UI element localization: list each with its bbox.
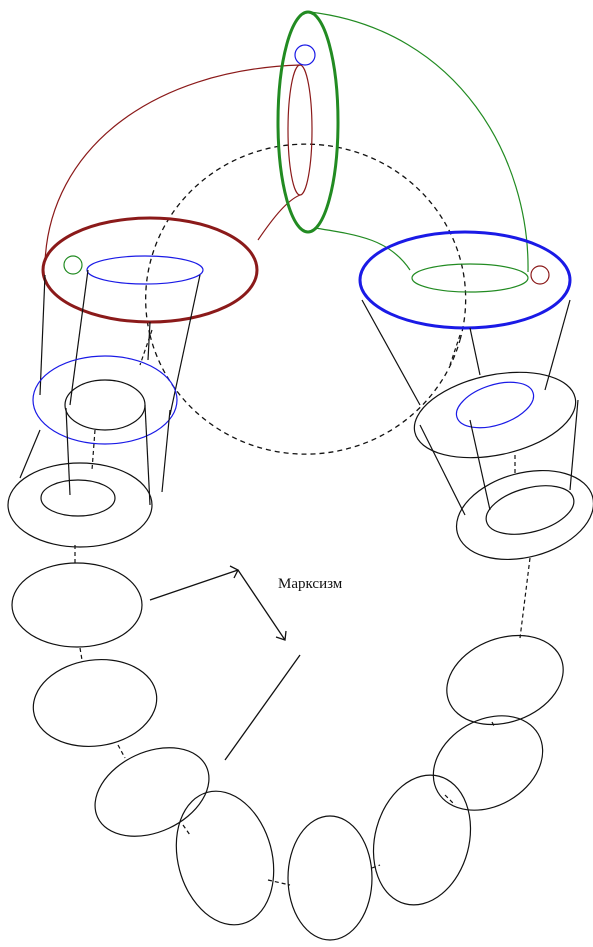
left-cylinder <box>19 379 171 506</box>
red-torus <box>41 216 259 324</box>
chain-ellipse-5 <box>287 815 373 941</box>
ellipse-chain <box>11 562 564 941</box>
chain-ellipse-1 <box>11 562 143 648</box>
right-cone <box>361 299 571 406</box>
chain-ellipse-6 <box>372 774 472 906</box>
left-cone <box>39 269 201 416</box>
marxism-arrow <box>149 565 301 761</box>
dash-red-to-blue-ring <box>139 329 153 366</box>
dash-blue-to-right-ring <box>449 334 461 366</box>
chain-ellipse-3 <box>94 747 210 837</box>
red-tube <box>44 64 313 263</box>
chain-ellipse-4 <box>175 790 275 926</box>
marxism-label: Марксизм <box>278 576 343 592</box>
chain-ellipse-7 <box>432 715 544 811</box>
left-upper-ring <box>7 462 153 548</box>
blue-torus <box>358 230 572 330</box>
dashed-core-circle <box>145 143 467 455</box>
right-upper-ring <box>413 371 579 516</box>
chain-connectors <box>74 545 531 886</box>
green-tube <box>309 11 529 293</box>
green-torus <box>276 10 340 234</box>
chain-ellipse-8 <box>446 634 564 726</box>
chain-ellipse-2 <box>32 658 158 748</box>
left-blue-ring <box>32 355 178 445</box>
